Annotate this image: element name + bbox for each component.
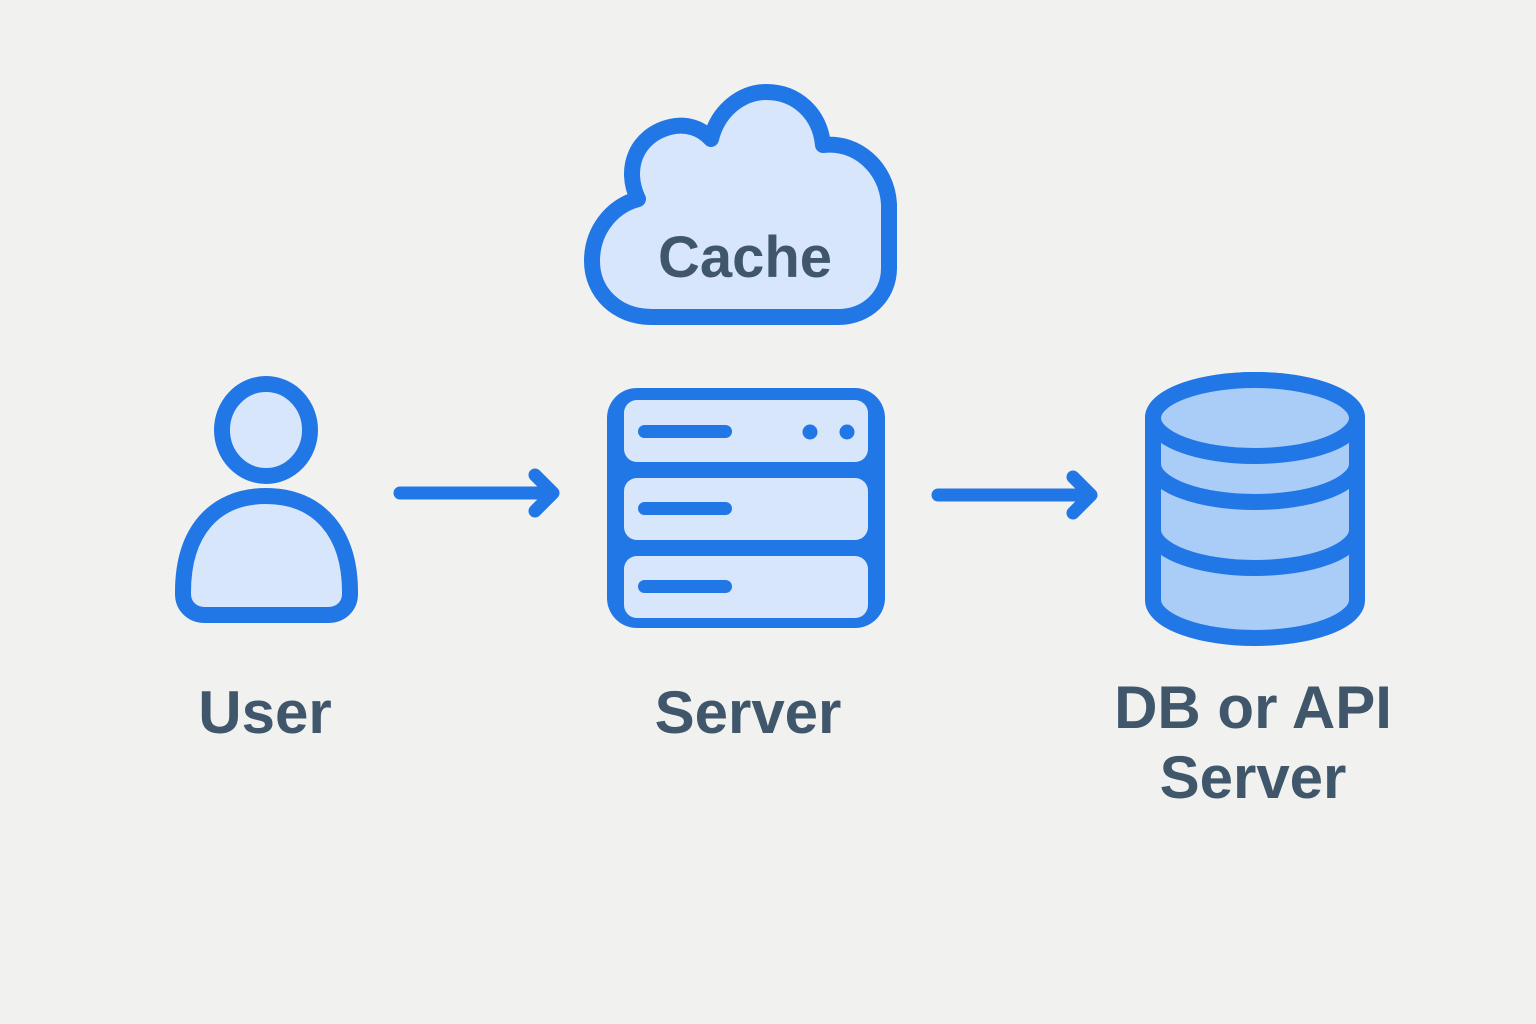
- db-label-line2: Server: [1160, 744, 1347, 811]
- rack-server-icon: [607, 388, 885, 628]
- rack-slot-line: [638, 502, 732, 515]
- cloud-icon: [584, 84, 897, 325]
- server-node: Server: [607, 388, 885, 746]
- arrow-user-to-server: [393, 468, 560, 518]
- rack-slot-line: [638, 580, 732, 593]
- db-label-line1: DB or API: [1114, 674, 1392, 741]
- user-node: User: [175, 376, 358, 746]
- server-label: Server: [655, 679, 842, 746]
- person-icon: [175, 376, 358, 623]
- user-label: User: [198, 679, 331, 746]
- rack-slot-line: [638, 425, 732, 438]
- cache-node: Cache: [584, 84, 897, 325]
- db-node: DB or API Server: [1114, 372, 1392, 811]
- rack-led-dot: [839, 424, 855, 440]
- arrow-server-to-db: [931, 470, 1098, 520]
- rack-led-dot: [802, 424, 818, 440]
- database-icon: [1145, 372, 1365, 646]
- cache-label: Cache: [658, 225, 832, 290]
